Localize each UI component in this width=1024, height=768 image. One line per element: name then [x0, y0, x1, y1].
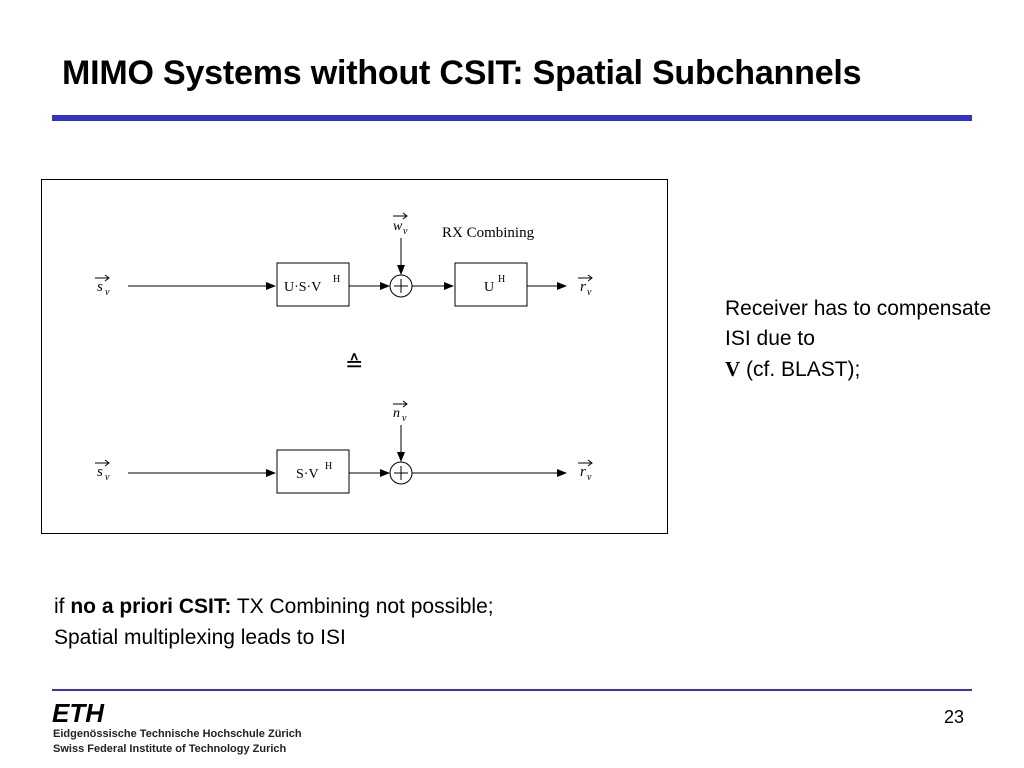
csit-note-rest: TX Combining not possible;	[231, 595, 494, 618]
institution-name-de: Eidgenössische Technische Hochschule Zür…	[53, 728, 302, 740]
bottom-noise-symbol: n ν	[393, 400, 408, 424]
svg-text:ν: ν	[403, 226, 408, 237]
institution-name-en: Swiss Federal Institute of Technology Zu…	[53, 743, 287, 755]
svg-text:ν: ν	[587, 287, 592, 298]
svh-block: S·V H	[276, 449, 350, 494]
svg-text:w: w	[393, 219, 403, 234]
svg-text:H: H	[333, 274, 340, 285]
svg-text:H: H	[498, 274, 505, 285]
csit-note-prefix: if	[54, 595, 71, 618]
receiver-note-text: Receiver has to compensate ISI due to	[725, 297, 992, 350]
equivalence-symbol: ≙	[345, 351, 363, 376]
rx-combining-label: RX Combining	[442, 225, 535, 241]
title-divider	[52, 115, 972, 121]
diagram-canvas: RX Combining s ν U·S·V H w ν	[95, 212, 593, 494]
svg-text:ν: ν	[402, 413, 407, 424]
svg-text:S·V: S·V	[296, 467, 319, 482]
block-diagram: RX Combining s ν U·S·V H w ν	[41, 179, 668, 534]
svg-text:H: H	[325, 461, 332, 472]
svg-text:s: s	[97, 279, 103, 295]
svg-text:U: U	[484, 280, 494, 295]
svg-text:n: n	[393, 406, 400, 421]
top-noise-symbol: w ν	[393, 212, 408, 237]
receiver-note-tail: (cf. BLAST);	[740, 358, 861, 381]
top-input-symbol: s ν	[95, 274, 110, 298]
svg-text:ν: ν	[587, 472, 592, 483]
eth-logo-text: ETH	[52, 700, 105, 726]
bottom-output-symbol: r ν	[578, 459, 593, 483]
usvh-block: U·S·V H	[276, 262, 350, 307]
csit-note: if no a priori CSIT: TX Combining not po…	[54, 591, 494, 653]
bottom-input-symbol: s ν	[95, 459, 110, 483]
svg-text:s: s	[97, 464, 103, 480]
uh-block: U H	[454, 262, 528, 307]
footer-divider	[52, 689, 972, 691]
svg-text:ν: ν	[105, 472, 110, 483]
top-output-symbol: r ν	[578, 274, 593, 298]
matrix-v-symbol: V	[725, 357, 741, 381]
page-number: 23	[943, 707, 964, 727]
csit-note-line2: Spatial multiplexing leads to ISI	[54, 626, 346, 649]
svg-text:ν: ν	[105, 287, 110, 298]
receiver-note: Receiver has to compensate ISI due to V …	[725, 294, 1005, 385]
eth-logo: ETH	[52, 700, 105, 726]
top-adder	[389, 274, 413, 298]
svg-text:U·S·V: U·S·V	[284, 280, 321, 295]
bottom-adder	[389, 461, 413, 485]
svg-text:r: r	[580, 464, 586, 480]
svg-text:r: r	[580, 279, 586, 295]
csit-note-bold: no a priori CSIT:	[70, 595, 232, 618]
slide-title: MIMO Systems without CSIT: Spatial Subch…	[62, 54, 862, 92]
